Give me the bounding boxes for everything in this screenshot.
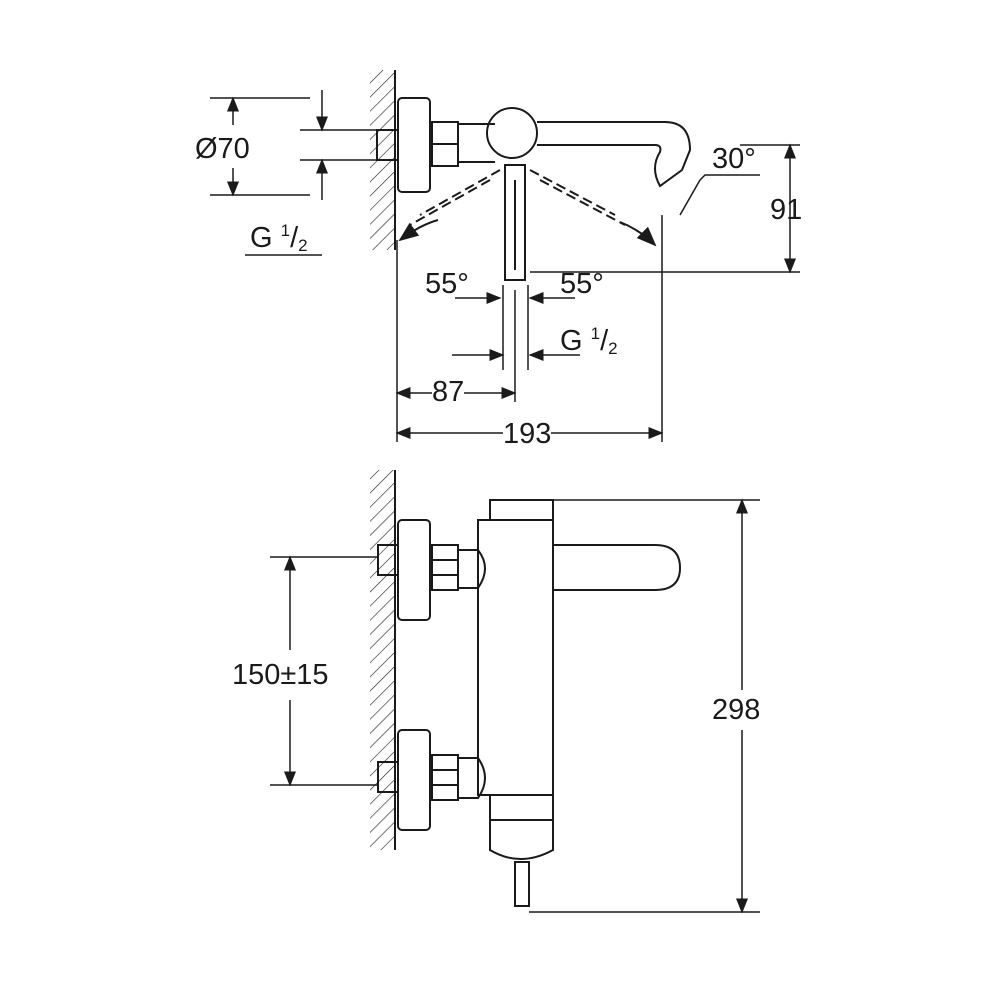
mixer-body xyxy=(486,107,538,159)
lever-swing-right xyxy=(529,169,626,226)
diverter-housing xyxy=(489,795,554,860)
front-view xyxy=(270,470,760,914)
lever-angle-right-label: 55° xyxy=(560,268,604,300)
thread-left-label: G 1/2 xyxy=(250,221,308,255)
thread-den: 2 xyxy=(298,236,308,255)
top-view xyxy=(210,70,800,442)
thread-num: 1 xyxy=(280,221,291,240)
lever xyxy=(504,164,526,281)
thread-num: 1 xyxy=(590,324,601,343)
cap xyxy=(489,499,554,521)
union-nut-lower xyxy=(431,754,459,801)
total-height-label: 298 xyxy=(712,694,761,726)
lever-front xyxy=(553,544,682,591)
total-depth-label: 193 xyxy=(503,418,552,450)
depth-to-lever-label: 87 xyxy=(432,376,465,408)
thread-prefix: G xyxy=(560,325,591,357)
thread-den: 2 xyxy=(608,339,618,358)
mixer-body-front xyxy=(477,519,554,796)
wall-plate-upper xyxy=(397,519,431,621)
wall-hatch-front xyxy=(370,470,395,850)
wall-plate xyxy=(397,97,431,193)
thread-prefix: G xyxy=(250,222,281,254)
lever-swing-left xyxy=(409,169,501,226)
spout xyxy=(537,121,692,188)
wall-plate-lower xyxy=(397,729,431,831)
union-nut-upper xyxy=(431,544,459,591)
inlet-spacing-label: 150±15 xyxy=(232,659,329,691)
outlet xyxy=(514,861,530,907)
spout-angle-label: 30° xyxy=(712,143,756,175)
thread-bottom-label: G 1/2 xyxy=(560,324,618,358)
lever-angle-left-label: 55° xyxy=(425,268,469,300)
height-top-label: 91 xyxy=(770,194,803,226)
inlet-pipe xyxy=(376,129,399,161)
diameter-label: Ø70 xyxy=(195,133,250,165)
